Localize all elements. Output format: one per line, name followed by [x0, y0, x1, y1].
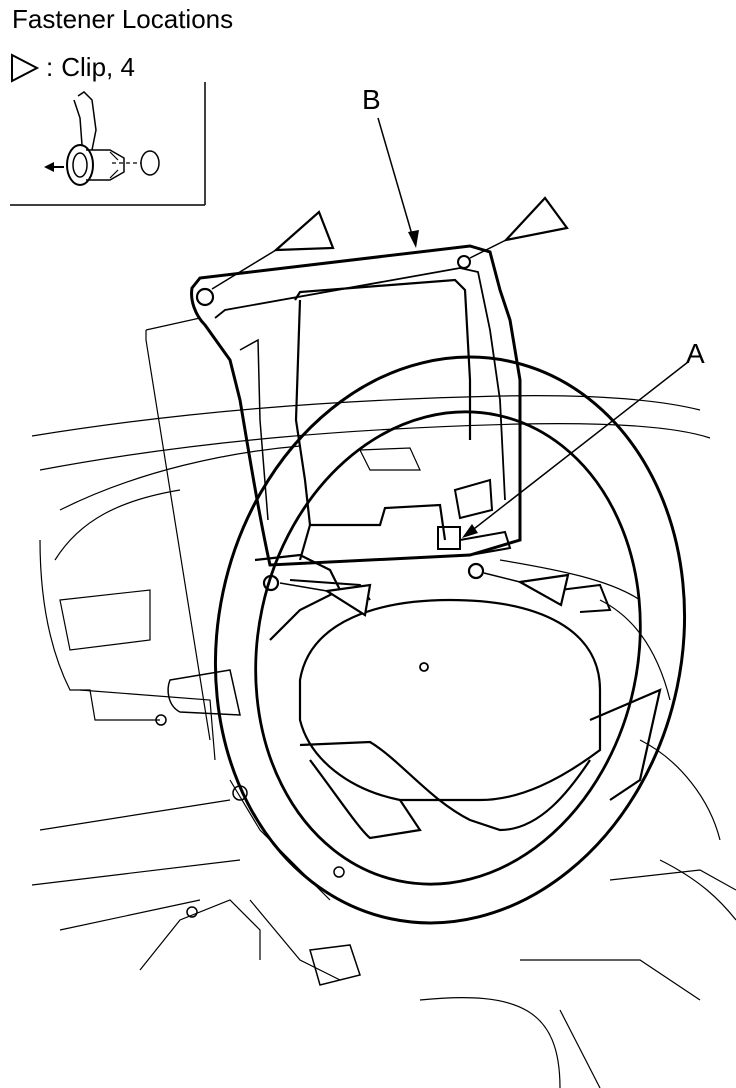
clip-marker-bottom-left — [323, 583, 372, 617]
callout-a: A — [686, 338, 705, 369]
clip-marker-top-right — [502, 196, 569, 242]
legend: : Clip, 4 — [10, 52, 135, 83]
steering-wheel — [213, 355, 687, 925]
column-cover-b — [190, 244, 522, 592]
callout-b-leader — [377, 117, 414, 239]
callout-b: B — [362, 84, 381, 115]
clip-icon — [44, 91, 160, 186]
clip-marker-top-left — [272, 210, 335, 252]
leader-lines — [211, 117, 689, 592]
clip-detail-inset — [10, 82, 206, 206]
clip-marker-bottom-right — [516, 573, 570, 607]
clip-markers — [272, 196, 570, 617]
legend-label: Clip, 4 — [61, 52, 135, 82]
triangle-icon — [11, 52, 40, 83]
dashboard-outline — [31, 317, 736, 1088]
legend-separator: : — [46, 52, 54, 82]
callout-a-leader — [469, 361, 689, 533]
page-title: Fastener Locations — [12, 4, 234, 34]
